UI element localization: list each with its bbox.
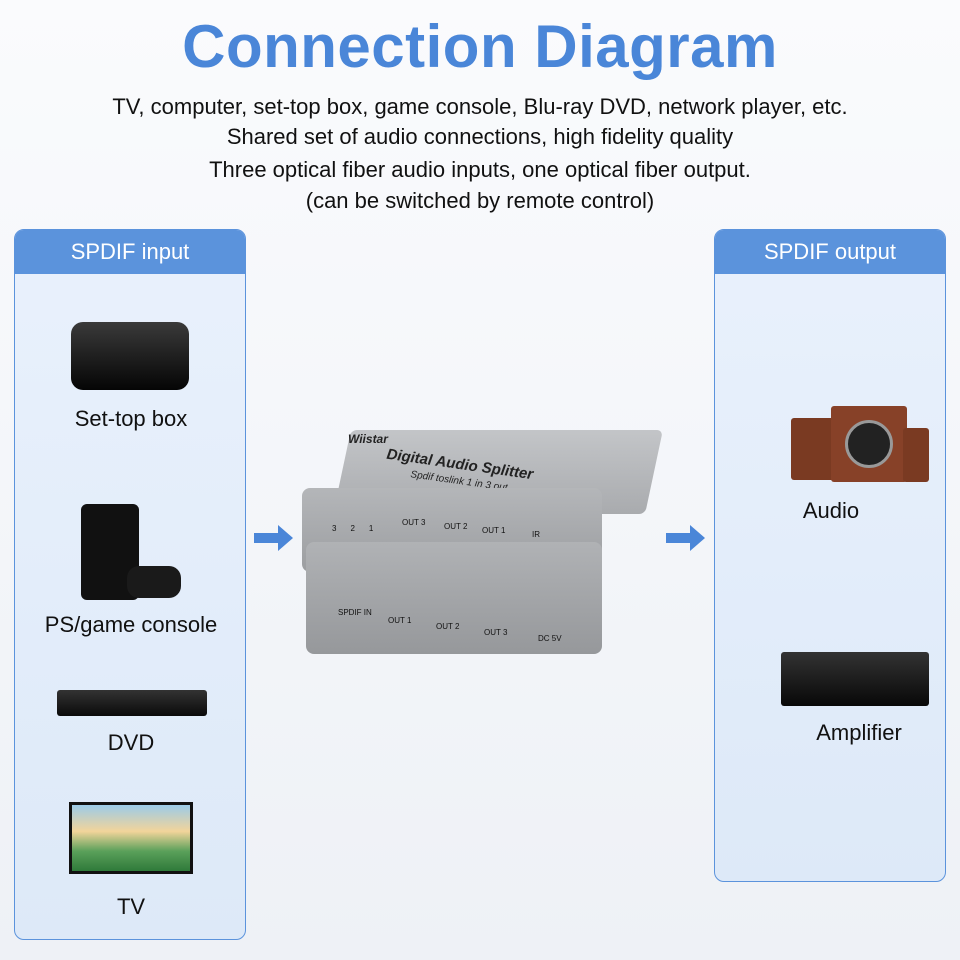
device-label: Set-top box (74, 406, 188, 431)
set-top-box-icon (71, 322, 189, 390)
subwoofer-icon (831, 406, 907, 482)
port-label: OUT 1 (388, 616, 412, 625)
button-label: OUT 1 (482, 526, 506, 535)
device-label: TV (116, 894, 146, 919)
led-label: 1 (368, 524, 374, 533)
device-label: Audio (802, 498, 860, 523)
port-label: SPDIF IN (338, 608, 372, 617)
led-label: 2 (350, 524, 355, 533)
device-label: PS/game console (44, 612, 218, 637)
dvd-player-icon (57, 690, 207, 716)
button-label: OUT 2 (444, 522, 468, 531)
button-label: OUT 3 (402, 518, 426, 527)
panel-header: SPDIF input (15, 230, 245, 274)
arrow-right-icon (254, 525, 293, 551)
subtitle-line: (can be switched by remote control) (305, 188, 655, 213)
subtitle-line: TV, computer, set-top box, game console,… (112, 94, 848, 119)
page-title: Connection Diagram (182, 13, 778, 80)
amplifier-icon (781, 652, 929, 706)
arrow-right-icon (666, 525, 705, 551)
gamepad-icon (127, 566, 181, 598)
led-label: 3 (332, 524, 337, 533)
spdif-input-panel: SPDIF input Set-top box PS/game console … (14, 229, 246, 940)
tv-icon (69, 802, 193, 874)
subtitle-line: Shared set of audio connections, high fi… (226, 124, 734, 149)
device-front-bottom: SPDIF IN OUT 1 OUT 2 OUT 3 DC 5V (306, 542, 602, 654)
port-label: OUT 2 (436, 622, 460, 631)
subtitle-line: Three optical fiber audio inputs, one op… (209, 157, 751, 182)
brand-logo: Wiistar (348, 432, 388, 446)
spdif-output-panel: SPDIF output Audio Amplifier (714, 229, 946, 882)
port-label: OUT 3 (484, 628, 508, 637)
panel-header: SPDIF output (715, 230, 945, 274)
button-label: IR (532, 530, 540, 539)
device-label: Amplifier (816, 720, 902, 745)
digital-audio-splitter: Wiistar Digital Audio Splitter Spdif tos… (300, 428, 663, 660)
speaker-left-icon (791, 418, 837, 480)
device-label: DVD (107, 730, 155, 755)
speaker-right-icon (903, 428, 929, 482)
port-label: DC 5V (538, 634, 562, 643)
